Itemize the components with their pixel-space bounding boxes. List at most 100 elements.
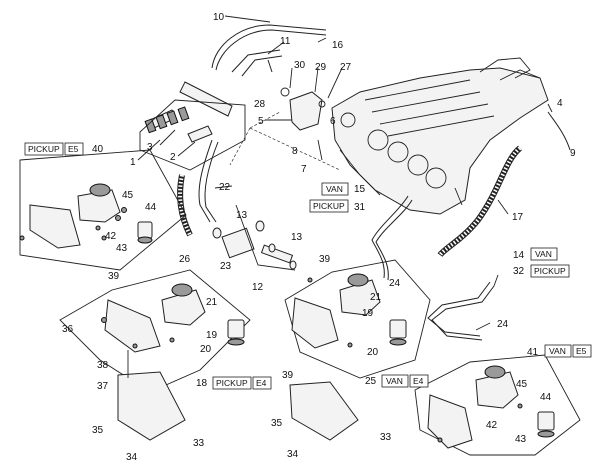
tag-van-15: VAN (321, 182, 349, 196)
regulator-van-e4 (291, 273, 407, 349)
callout-24-b: 24 (497, 319, 509, 330)
callout-22: 22 (219, 182, 231, 193)
tag-pickup-e4: PICKUP E4 (212, 376, 272, 390)
svg-text:E4: E4 (256, 378, 267, 388)
corrugated-hose-17 (437, 145, 523, 257)
callout-11: 11 (280, 36, 291, 47)
hose-9 (547, 111, 571, 151)
callout-15: 15 (354, 184, 366, 195)
callout-16: 16 (332, 40, 344, 51)
svg-text:PICKUP: PICKUP (313, 201, 345, 211)
hose-14-32 (427, 281, 491, 337)
callout-33-b: 33 (380, 432, 392, 443)
callout-31: 31 (354, 202, 366, 213)
callout-39-b: 39 (319, 254, 331, 265)
svg-text:E4: E4 (413, 376, 424, 386)
callout-27: 27 (340, 62, 352, 73)
callout-18: 18 (196, 378, 208, 389)
outline-van-e4 (284, 259, 431, 379)
tag-van-e5: VAN E5 (544, 344, 592, 358)
callout-42-right: 42 (486, 420, 498, 431)
callout-12: 12 (252, 282, 264, 293)
callout-28: 28 (254, 99, 266, 110)
callout-7: 7 (301, 164, 307, 175)
callout-45-left: 45 (122, 190, 134, 201)
bracket-assembly (229, 87, 341, 171)
callout-42-left: 42 (105, 231, 117, 242)
callout-38: 38 (97, 360, 109, 371)
fuel-rail-assembly (139, 81, 246, 171)
callout-32: 32 (513, 266, 525, 277)
callout-10: 10 (213, 12, 225, 23)
callout-35-b: 35 (271, 418, 283, 429)
callout-39-c: 39 (282, 370, 294, 381)
tag-pickup-31: PICKUP (309, 199, 349, 213)
svg-text:VAN: VAN (535, 249, 552, 259)
svg-text:PICKUP: PICKUP (28, 144, 60, 154)
outline-pickup-e4 (59, 269, 251, 393)
callout-8: 8 (292, 146, 298, 157)
svg-text:VAN: VAN (326, 184, 343, 194)
outline-van-e5 (414, 354, 581, 456)
callout-36: 36 (62, 324, 74, 335)
callout-3: 3 (147, 142, 153, 153)
callout-43-left: 43 (116, 243, 128, 254)
callout-23: 23 (220, 261, 232, 272)
callout-21-a: 21 (206, 297, 218, 308)
hose-15-31b (375, 199, 413, 281)
hose-22b (204, 141, 219, 223)
callout-19-a: 19 (206, 330, 218, 341)
tag-van-e4: VAN E4 (381, 374, 429, 388)
callout-20-b: 20 (367, 347, 379, 358)
callout-40: 40 (92, 144, 104, 155)
callout-43-right: 43 (515, 434, 527, 445)
hose-14-32b (431, 285, 495, 341)
callout-33-a: 33 (193, 438, 205, 449)
callout-19-b: 19 (362, 308, 374, 319)
callout-21-b: 21 (370, 292, 382, 303)
callout-44-left: 44 (145, 202, 157, 213)
leader-lines (137, 15, 553, 331)
fuel-filter-assembly (212, 204, 297, 271)
callout-41: 41 (527, 347, 539, 358)
hose-15-31 (371, 195, 409, 279)
callout-34-b: 34 (287, 449, 299, 460)
callout-34-a: 34 (126, 452, 138, 463)
callout-35-a: 35 (92, 425, 104, 436)
svg-text:E5: E5 (68, 144, 79, 154)
callout-13-b: 13 (291, 232, 303, 243)
callout-5: 5 (258, 116, 264, 127)
callout-29: 29 (315, 62, 327, 73)
callout-20-a: 20 (200, 344, 212, 355)
callout-14: 14 (513, 250, 525, 261)
svg-text:E5: E5 (576, 346, 587, 356)
callout-26: 26 (179, 254, 191, 265)
svg-text:PICKUP: PICKUP (534, 266, 566, 276)
tag-pickup-32: PICKUP (530, 264, 570, 278)
callout-9: 9 (570, 148, 576, 159)
callout-24-a: 24 (389, 278, 401, 289)
shield-33-left (117, 371, 186, 441)
callout-13-a: 13 (236, 210, 248, 221)
shield-33-right (289, 381, 359, 441)
regulator-pickup-e4 (101, 283, 245, 353)
callout-labels: 10 16 11 30 29 27 28 5 6 8 7 4 9 1 3 2 4… (62, 12, 576, 463)
callout-1: 1 (130, 157, 136, 168)
tag-pickup-e5: PICKUP E5 (24, 142, 84, 156)
engine-block (331, 57, 549, 215)
hose-22 (198, 139, 213, 223)
callout-17: 17 (512, 212, 524, 223)
callout-30: 30 (294, 60, 306, 71)
svg-text:PICKUP: PICKUP (216, 378, 248, 388)
callout-4: 4 (557, 98, 563, 109)
callout-39-a: 39 (108, 271, 120, 282)
regulator-van-e5 (427, 365, 555, 449)
callout-37: 37 (97, 381, 109, 392)
tag-van-14: VAN (530, 247, 558, 261)
svg-text:VAN: VAN (386, 376, 403, 386)
hoses-top (211, 24, 327, 77)
corrugated-hose-26 (177, 174, 193, 237)
callout-25: 25 (365, 376, 377, 387)
